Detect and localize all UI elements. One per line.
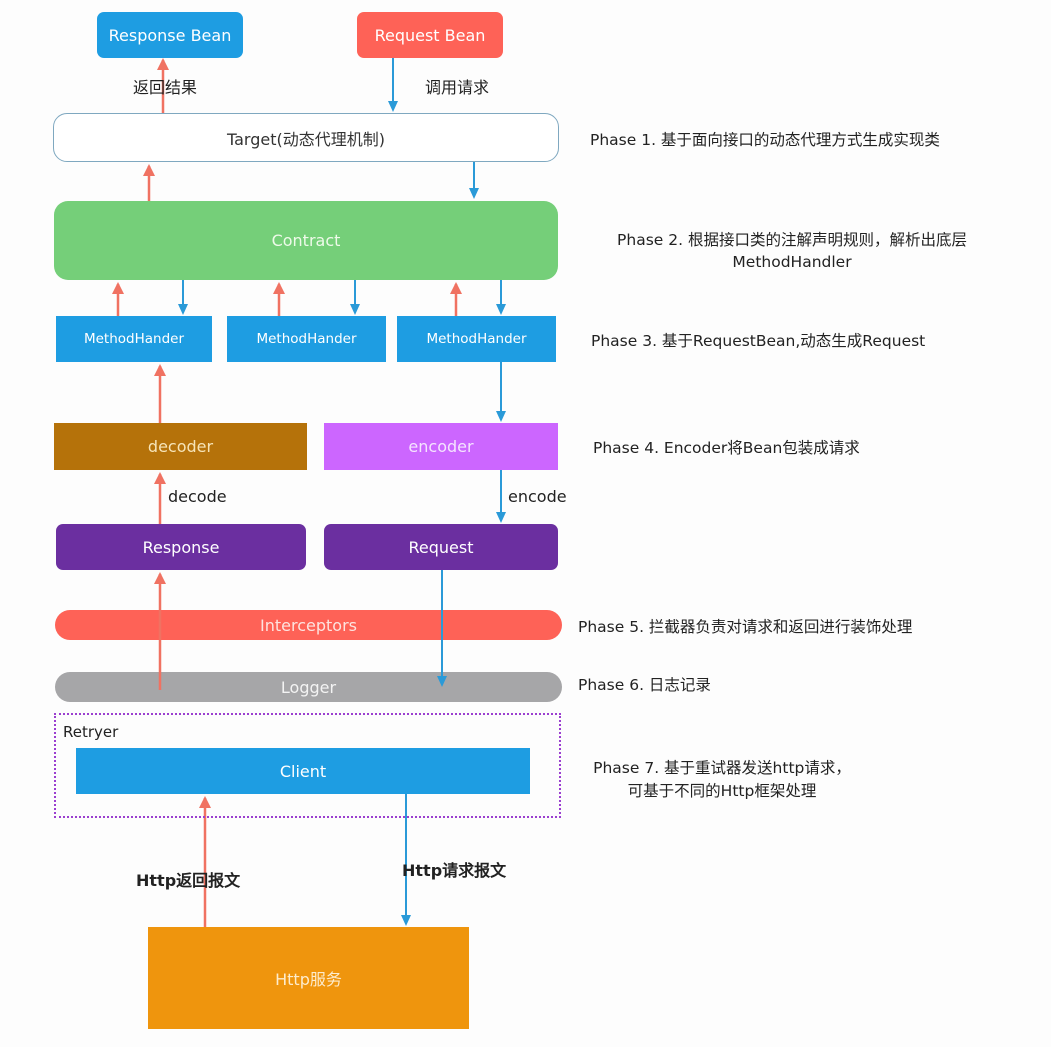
method-handler-node-1: MethodHander	[56, 316, 212, 362]
method-handler-label: MethodHander	[83, 331, 185, 347]
arrowhead-request-to-logger	[437, 676, 447, 687]
arrowhead-target-to-response-bean	[157, 58, 169, 70]
response-bean-label: Response Bean	[108, 25, 232, 45]
method-handler-label: MethodHander	[426, 331, 527, 347]
phase-3-description: Phase 3. 基于RequestBean,动态生成Request	[591, 332, 926, 350]
phase-7-line-1: Phase 7. 基于重试器发送http请求，	[593, 759, 851, 777]
request-bean-node: Request Bean	[357, 12, 503, 58]
http-service-node: Http服务	[148, 927, 469, 1029]
target-node: Target(动态代理机制)	[53, 113, 559, 162]
invoke-request-label: 调用请求	[425, 78, 490, 97]
encoder-label: encoder	[408, 437, 474, 456]
phase-6-description: Phase 6. 日志记录	[578, 676, 711, 694]
phase-1-description: Phase 1. 基于面向接口的动态代理方式生成实现类	[590, 131, 940, 149]
request-bean-label: Request Bean	[374, 25, 486, 45]
decoder-node: decoder	[54, 423, 307, 470]
method-handler-label: MethodHander	[256, 331, 357, 347]
decoder-label: decoder	[147, 437, 214, 456]
response-node: Response	[56, 524, 306, 570]
phase-2-line-2: MethodHandler	[732, 253, 852, 271]
arrowhead-contract-to-mh1	[178, 304, 188, 315]
request-node: Request	[324, 524, 558, 570]
contract-label: Contract	[271, 231, 341, 250]
response-bean-node: Response Bean	[97, 12, 243, 58]
arrowhead-mh2-to-contract	[273, 282, 285, 294]
method-handler-node-2: MethodHander	[227, 316, 386, 362]
encoder-node: encoder	[324, 423, 558, 470]
phase-2-line-1: Phase 2. 根据接口类的注解声明规则，解析出底层	[617, 231, 967, 249]
arrowhead-mh3-to-encoder	[496, 411, 506, 422]
arrowhead-target-to-contract	[469, 188, 479, 199]
arrowhead-response-to-decoder	[154, 472, 166, 484]
contract-node: Contract	[54, 201, 558, 280]
arrowhead-request-bean-to-target	[388, 101, 398, 112]
http-response-message-label: Http返回报文	[136, 871, 241, 890]
phase-7-description: Phase 7. 基于重试器发送http请求， 可基于不同的Http框架处理	[581, 757, 863, 803]
http-request-message-label: Http请求报文	[402, 861, 507, 880]
phase-5-description: Phase 5. 拦截器负责对请求和返回进行装饰处理	[578, 618, 913, 636]
arrowhead-logger-to-response	[154, 572, 166, 584]
arrowhead-mh3-to-contract	[450, 282, 462, 294]
request-label: Request	[408, 537, 474, 557]
arrowhead-client-to-http	[401, 915, 411, 926]
encode-label: encode	[508, 487, 567, 506]
arrowhead-contract-to-mh2	[350, 304, 360, 315]
phase-7-line-2: 可基于不同的Http框架处理	[627, 782, 817, 800]
retryer-group: Retryer	[54, 713, 561, 818]
http-service-label: Http服务	[275, 970, 342, 989]
return-result-label: 返回结果	[133, 78, 198, 97]
arrowhead-encoder-to-request	[496, 512, 506, 523]
arrowhead-mh1-to-contract	[112, 282, 124, 294]
arrowhead-decoder-to-mh1	[154, 364, 166, 376]
target-label: Target(动态代理机制)	[227, 129, 385, 149]
decode-label: decode	[168, 487, 227, 506]
arrowhead-http-to-client	[199, 796, 211, 808]
retryer-label: Retryer	[63, 723, 119, 741]
phase-2-description: Phase 2. 根据接口类的注解声明规则，解析出底层 MethodHandle…	[590, 229, 994, 273]
arrowhead-contract-to-mh3	[496, 304, 506, 315]
method-handler-node-3: MethodHander	[397, 316, 556, 362]
phase-4-description: Phase 4. Encoder将Bean包装成请求	[593, 439, 860, 457]
arrowhead-contract-to-target	[143, 164, 155, 176]
response-label: Response	[142, 537, 220, 557]
